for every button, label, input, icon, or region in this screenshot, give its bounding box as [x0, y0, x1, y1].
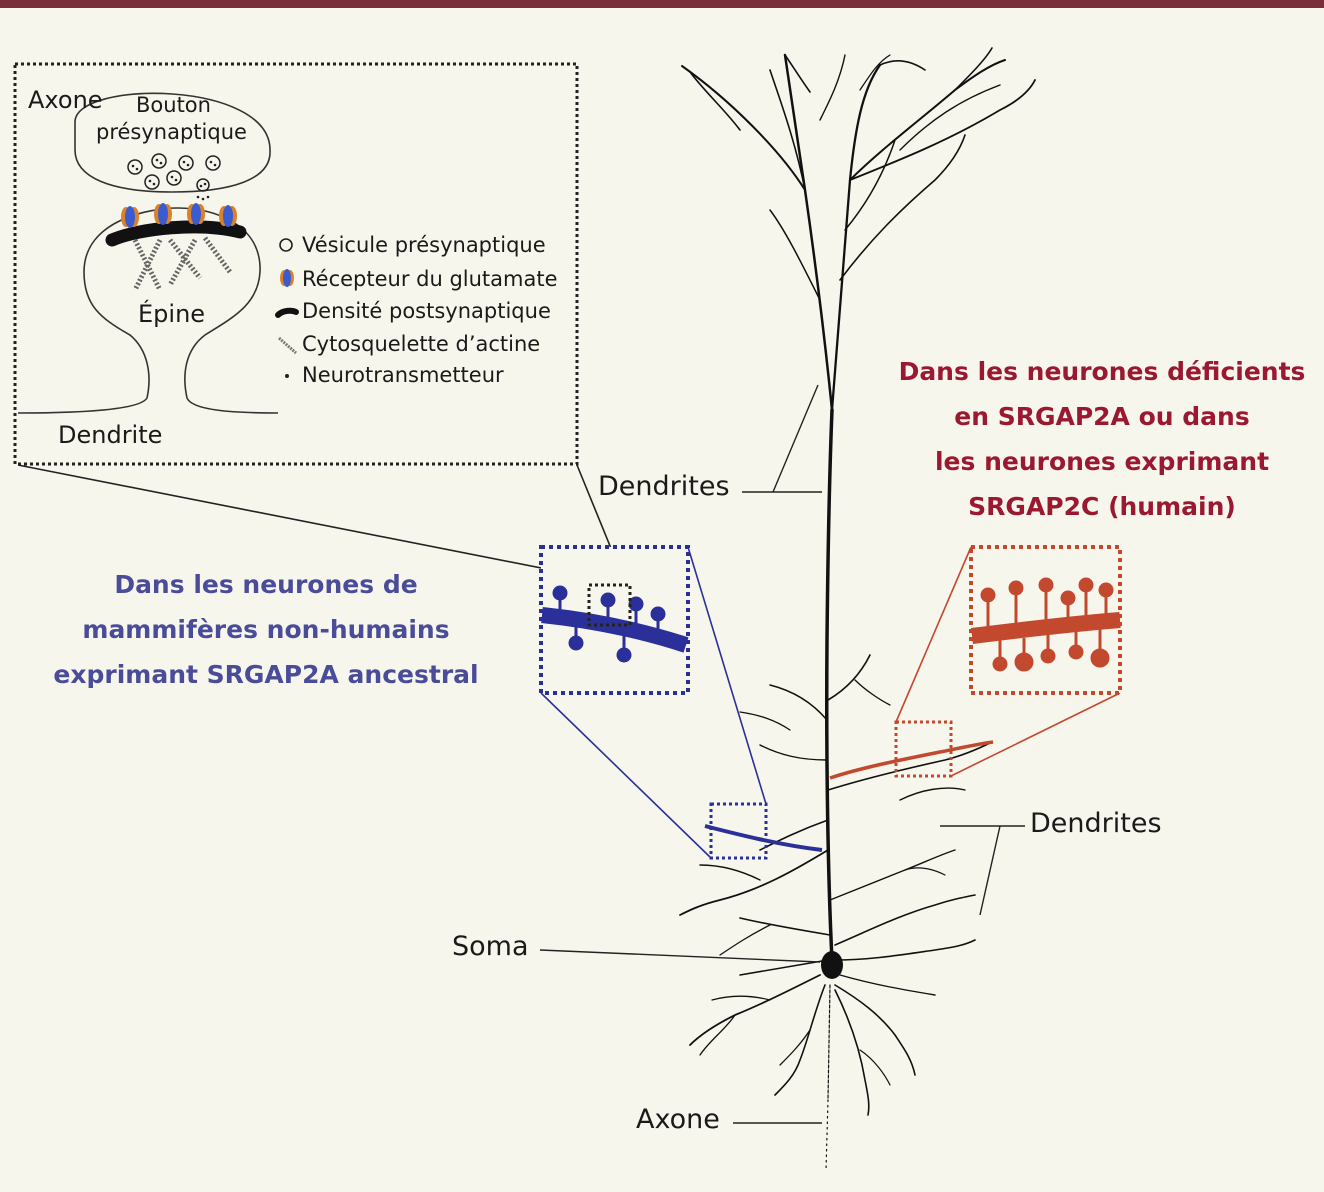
blue-connector-left: [540, 692, 712, 859]
legend: Vésicule présynaptique Récepteur du glut…: [275, 233, 558, 387]
legend-label-receptor: Récepteur du glutamate: [302, 267, 558, 291]
blue-dendrite-segment: [704, 824, 823, 852]
postsynaptic-density: [105, 220, 247, 247]
legend-label-neurotransmitter: Neurotransmetteur: [302, 363, 504, 387]
presynaptic-bouton: [74, 92, 271, 193]
axon-label: Axone: [636, 1104, 720, 1135]
blue-caption-line2: mammifères non-humains: [82, 615, 449, 644]
red-caption-line3: les neurones exprimant: [935, 447, 1269, 476]
blue-spines: [541, 583, 689, 663]
dendritic-spine: [17, 207, 279, 414]
legend-label-vesicle: Vésicule présynaptique: [302, 233, 546, 257]
inset-dendrite-label: Dendrite: [58, 421, 162, 449]
vesicles: [127, 153, 221, 192]
blue-caption: Dans les neurones de mammifères non-huma…: [53, 570, 478, 689]
red-small-box: [894, 720, 953, 778]
red-detail: [829, 545, 1122, 780]
actin-cytoskeleton: [132, 236, 233, 292]
apical-dendrites-label: Dendrites: [598, 471, 730, 502]
psd-icon: [275, 307, 299, 318]
neuron: [679, 47, 1036, 1171]
soma-label: Soma: [452, 931, 529, 962]
red-caption-line4: SRGAP2C (humain): [968, 492, 1236, 521]
dot-icon: [285, 374, 289, 378]
bouton-label-line2: présynaptique: [96, 120, 247, 144]
red-connector-right: [950, 692, 1121, 777]
blue-detail: [539, 545, 823, 860]
inset-source-box: [587, 583, 632, 627]
receptor-icon: [280, 269, 294, 287]
soma: [821, 951, 843, 979]
actin-icon: [278, 336, 297, 355]
glutamate-receptors: [121, 203, 237, 228]
red-caption-line2: en SRGAP2A ou dans: [954, 402, 1249, 431]
blue-caption-line3: exprimant SRGAP2A ancestral: [53, 660, 478, 689]
basal-dendrites-label: Dendrites: [1030, 808, 1162, 839]
bouton-label-line1: Bouton: [136, 93, 211, 117]
neurotransmitter-dots: [131, 158, 217, 201]
vesicle-icon: [279, 238, 293, 252]
legend-label-psd: Densité postsynaptique: [302, 299, 551, 323]
red-caption: Dans les neurones déficients en SRGAP2A …: [899, 357, 1306, 521]
red-spines: [971, 577, 1121, 672]
top-bar: [0, 0, 1324, 8]
inset-axone-label: Axone: [28, 86, 103, 114]
legend-label-actin: Cytosquelette d’actine: [302, 332, 540, 356]
label-leaders: [539, 384, 1025, 1124]
epine-label: Épine: [138, 299, 205, 328]
inset-connector-left: [17, 464, 593, 579]
red-caption-line1: Dans les neurones déficients: [899, 357, 1306, 386]
blue-connector-right: [687, 546, 767, 805]
red-connector-left: [895, 546, 972, 723]
red-dendrite-segment: [829, 740, 994, 780]
blue-caption-line1: Dans les neurones de: [114, 570, 417, 599]
synapse-inset: Axone Bouton présynaptique Épine Dendrit…: [13, 62, 579, 466]
